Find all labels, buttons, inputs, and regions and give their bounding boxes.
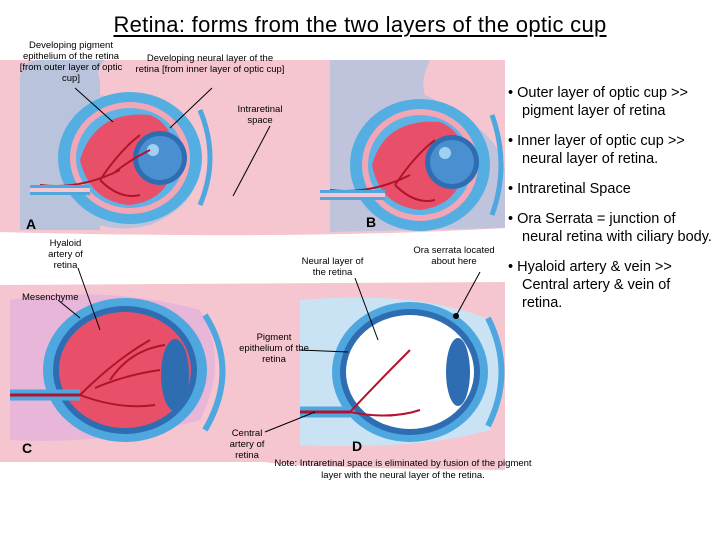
leader-central-artery	[264, 411, 316, 433]
panel-letter-b: B	[366, 214, 377, 230]
panel-letter-a: A	[26, 216, 37, 232]
eye-c	[10, 294, 226, 442]
label-developing-pigment: Developing pigment epithelium of the ret…	[19, 40, 123, 84]
panel-ab-illustration	[0, 60, 505, 236]
leader-neural	[169, 87, 213, 129]
optic-cup-a	[20, 60, 213, 230]
label-central-artery: Central artery of retina	[229, 428, 265, 461]
panel-cd-illustration	[0, 282, 505, 470]
bullet-list: • Outer layer of optic cup >> pigment la…	[508, 84, 713, 324]
bullet-item: • Inner layer of optic cup >> neural lay…	[508, 133, 685, 167]
label-ora-serrata: Ora serrata located about here	[413, 245, 495, 267]
eye-d	[300, 297, 505, 446]
label-developing-neural: Developing neural layer of the retina [f…	[135, 53, 285, 75]
leader-pigment	[74, 87, 114, 123]
panel-letter-d: D	[352, 438, 363, 454]
bullet-item: • Hyaloid artery & vein >> Central arter…	[508, 259, 672, 311]
panel-letter-c: C	[22, 440, 33, 456]
label-hyaloid-artery: Hyaloid artery of retina	[48, 238, 83, 271]
bullet-item: • Ora Serrata = junction of neural retin…	[508, 211, 712, 245]
leader-neural-layer	[354, 277, 379, 341]
label-pigment-epithelium: Pigment epithelium of the retina	[239, 332, 309, 365]
label-mesenchyme: Mesenchyme	[22, 292, 79, 303]
optic-cup-b	[320, 60, 505, 232]
leader-intraretinal	[232, 125, 271, 197]
bullet-item: • Intraretinal Space	[508, 181, 631, 197]
leader-hyaloid	[77, 267, 101, 331]
leader-pigment-epithelium	[299, 349, 349, 353]
label-neural-layer: Neural layer of the retina	[301, 256, 364, 278]
leader-mesenchyme	[57, 299, 81, 319]
bullet-item: • Outer layer of optic cup >> pigment la…	[508, 85, 688, 119]
slide-title: Retina: forms from the two layers of the…	[113, 12, 607, 37]
note-text: Note: Intraretinal space is eliminated b…	[274, 458, 532, 481]
label-intraretinal-space: Intraretinal space	[237, 104, 283, 126]
leader-lines	[57, 87, 481, 433]
leader-ora-serrata	[455, 271, 481, 317]
